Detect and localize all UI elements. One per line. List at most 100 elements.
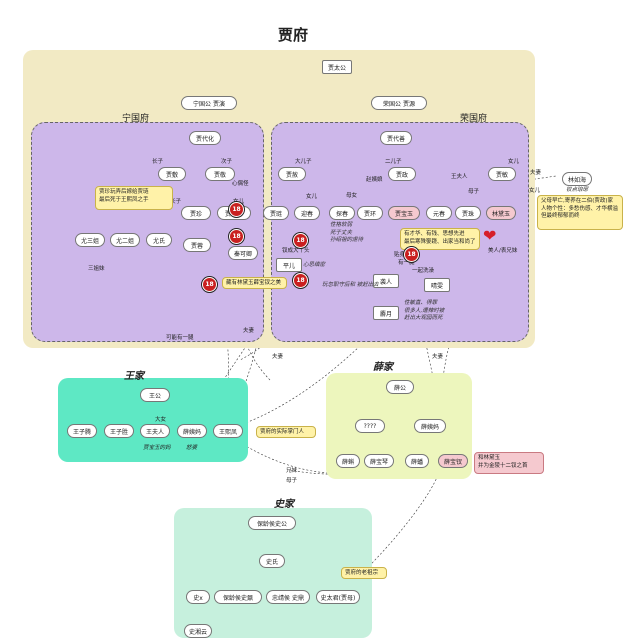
label-danu: 大女 (155, 417, 167, 423)
label-husband-1: 夫妻 (530, 170, 542, 176)
note-xue-baochai: 和林黛玉 并为金陵十二钗之首 (474, 452, 544, 474)
label-qiujie: 怒婆 (186, 445, 198, 451)
annotation-yuanyang: 玩忽职守后和 被赶出去 (322, 282, 379, 288)
node-jia-zhen: 贾珍 (181, 206, 211, 220)
node-xue-ke: 薛蝌 (336, 454, 360, 468)
note-jia-zhen: 贾珍玩弄后嫁给贾琏 最后死于王熙凤之手 (95, 186, 173, 210)
node-jia-she: 贾赦 (278, 167, 306, 181)
label-nuer-2: 女儿 (508, 159, 520, 165)
label-yiqi: 一起洗澡 (412, 268, 435, 274)
node-you-shi: 尤氏 (146, 233, 172, 247)
node-qing-wen: 晴雯 (424, 278, 450, 292)
label-zhangzi-1: 长子 (152, 159, 164, 165)
node-wang-zi-teng: 王子腾 (67, 424, 97, 438)
annotation-qingwen: 性敏直、得罪 很多人,遭辣时被 赶出大观园而死 (404, 300, 445, 321)
note-baoyu: 有才华、有钱、思想先进 最后寒殊娶跷、出家当和尚了 (400, 228, 480, 250)
node-wang-gong: 王公 (140, 388, 170, 402)
node-xue-yima: 薛姨妈 (177, 424, 207, 438)
note-shi-taijun: 贾府的老祖宗 (341, 567, 387, 579)
ningguo-region (31, 122, 264, 342)
label-muzi-2: 母子 (468, 189, 480, 195)
shi-family-label: 史家 (274, 499, 294, 510)
node-jia-jing: 贾敬 (205, 167, 235, 181)
label-xiongmei: 兄妹 (286, 468, 298, 474)
label-sanmei: 三姐妹 (88, 266, 105, 272)
node-tanchun: 探春 (329, 206, 355, 220)
label-zhangzi-2: 长子 (170, 199, 182, 205)
label-nuer-3: 女儿 (306, 194, 318, 200)
node-jia-daihua: 贾代化 (189, 131, 221, 145)
xue-family-label: 薛家 (373, 362, 393, 373)
node-xue-yima-father: 薛姨妈 (414, 419, 446, 433)
label-cizi: 次子 (221, 159, 233, 165)
label-wang-furen: 王夫人 (451, 174, 468, 180)
label-daer: 大儿子 (295, 159, 312, 165)
ningguo-label: 宁国府 (122, 114, 150, 124)
annotation-qianzi: 钗点琅琊 (566, 187, 589, 193)
note-qin-keqing: 藏有林黛玉薛宝钗之美 (222, 277, 287, 289)
rongguo-label: 荣国府 (460, 114, 488, 124)
node-shi-x: 史x (186, 590, 210, 604)
node-ningguo-gong: 宁国公 贾演 (181, 96, 237, 110)
node-jia-zhu: 贾珠 (455, 206, 481, 220)
node-ping-er: 平儿 (276, 258, 302, 272)
badge-icon: 18 (229, 229, 244, 244)
node-xue-baoqin: 薛宝琴 (364, 454, 394, 468)
heart-icon: ❤ (483, 226, 497, 245)
label-husband-4: 夫妻 (272, 354, 284, 360)
badge-icon: 18 (404, 247, 419, 262)
label-husband-3: 夫妻 (432, 354, 444, 360)
node-she-yue: 麝月 (373, 306, 399, 320)
label-muzi-3: 母子 (286, 478, 298, 484)
label-zhao-yiniang: 赵姨娘 (366, 177, 383, 183)
annotation-tanchun: 心思缜密 (303, 262, 326, 268)
label-zijun: 钗成大丫头 (282, 248, 310, 254)
node-shi-xiangyun: 史湘云 (184, 624, 212, 638)
node-rongguo-gong: 荣国公 贾源 (371, 96, 427, 110)
node-wang-furen: 王夫人 (140, 424, 170, 438)
node-jia-huan: 贾环 (357, 206, 383, 220)
node-xue-pan: 薛蟠 (405, 454, 429, 468)
node-jia-rong: 贾蓉 (183, 238, 211, 252)
label-erer: 二儿子 (385, 159, 402, 165)
label-xinfeng: 心偶怪 (232, 181, 249, 187)
badge-icon: 18 (293, 273, 308, 288)
node-xue-baochai: 薛宝钗 (438, 454, 468, 468)
node-jia-fu: 贾敷 (158, 167, 186, 181)
node-wang-xifeng: 王熙凤 (213, 424, 243, 438)
badge-icon: 18 (293, 233, 308, 248)
node-unknown: ???? (355, 419, 385, 433)
node-xi-ren: 袭人 (373, 274, 399, 288)
label-muzi-1: 母女 (346, 193, 358, 199)
node-you-sanjie: 尤三姐 (75, 233, 105, 247)
node-shi-shi: 史氏 (259, 554, 285, 568)
node-xue-gong: 薛公 (386, 380, 414, 394)
node-lin-daiyu: 林黛玉 (486, 206, 516, 220)
node-zhongjing-shi-ding: 忠靖侯 史鼎 (266, 590, 310, 604)
page-title: 贾府 (278, 26, 309, 44)
note-wang-xifeng: 贾府的实际掌门人 (256, 426, 316, 438)
label-baoyu-mom: 贾宝玉的妈 (143, 445, 171, 451)
node-qin-keqing: 秦可卿 (228, 246, 258, 260)
node-you-erjie: 尤二姐 (110, 233, 140, 247)
label-meiren: 美人/表兄妹 (488, 248, 518, 254)
node-jia-min: 贾敏 (488, 167, 516, 181)
node-shi-taijun: 史太君(贾母) (316, 590, 360, 604)
node-yuanchun: 元春 (426, 206, 452, 220)
node-jia-daishan: 贾代善 (380, 131, 412, 145)
node-lin-ruhai: 林如海 (562, 172, 592, 186)
note-lin-ruhai: 父母早亡,寄养在二伯(贾政)家 人物个性：多愁伤感、才华横溢 但最终郁郁而终 (537, 195, 623, 230)
node-jia-baoyu: 贾宝玉 (388, 206, 420, 220)
node-jia-zheng: 贾政 (388, 167, 416, 181)
label-husband-2: 夫妻 (243, 328, 255, 334)
badge-icon: 18 (202, 277, 217, 292)
wang-family-label: 王家 (124, 371, 144, 382)
rongguo-region (271, 122, 529, 342)
label-kemen: 可能有一腿 (166, 335, 194, 341)
badge-icon: 18 (229, 202, 244, 217)
label-youyi: 有一腿 (398, 260, 415, 266)
node-jia-lian: 贾琏 (263, 206, 289, 220)
node-baoling-shi-nai: 保龄侯史鼐 (214, 590, 262, 604)
node-yingchun: 迎春 (294, 206, 320, 220)
node-wang-zi-sheng: 王子胜 (104, 424, 134, 438)
